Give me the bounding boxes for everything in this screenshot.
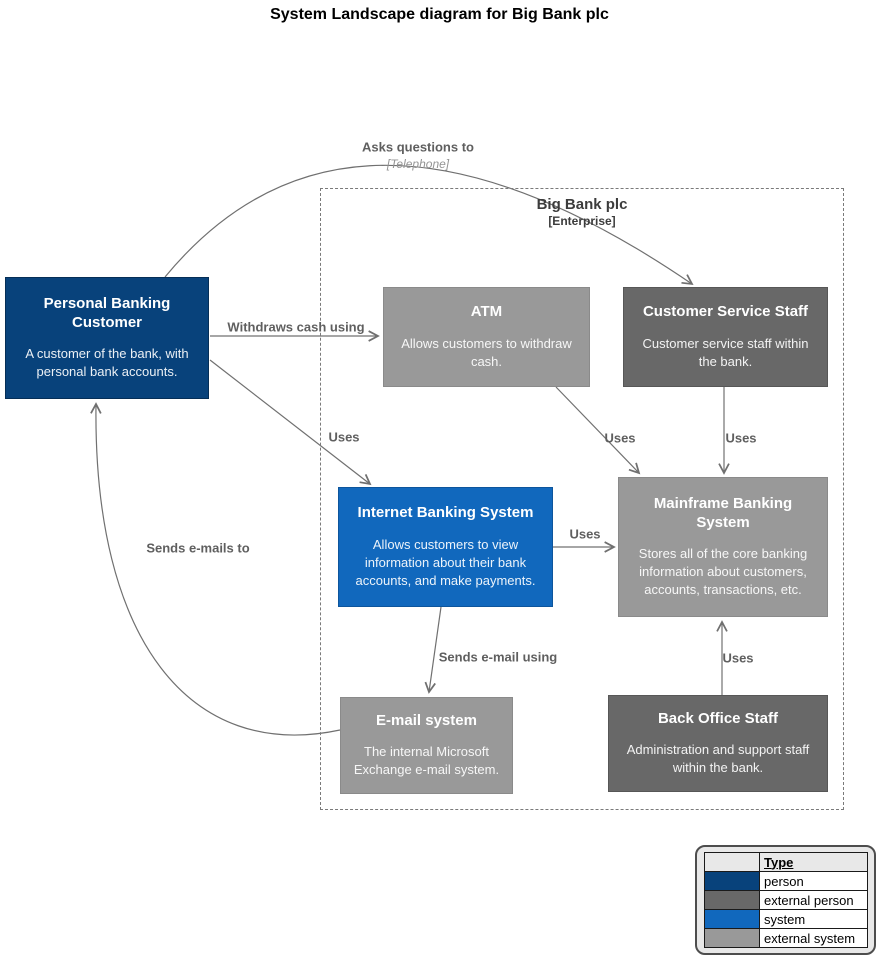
- node-mainframe-banking-system: Mainframe Banking System Stores all of t…: [618, 477, 828, 617]
- legend-row-external-person: external person: [704, 890, 868, 910]
- legend-swatch-external-system: [704, 928, 760, 948]
- node-back-office-staff: Back Office Staff Administration and sup…: [608, 695, 828, 792]
- relationship-label-ibs-uses-mainframe: Uses: [569, 526, 601, 542]
- node-description: Customer service staff within the bank.: [642, 335, 809, 369]
- relationship-label-sends-email-using: Sends e-mail using: [438, 649, 558, 665]
- node-description: Administration and support staff within …: [626, 742, 810, 776]
- legend-label-person: person: [759, 871, 868, 891]
- relationship-label-staff-uses-mainframe: Uses: [725, 430, 757, 446]
- node-title: Customer Service Staff: [642, 303, 809, 321]
- node-customer-service-staff: Customer Service Staff Customer service …: [623, 287, 828, 387]
- legend-label-system: system: [759, 909, 868, 929]
- arrow-email-sends-to-customer: [90, 402, 341, 736]
- relationship-label-withdraws-cash: Withdraws cash using: [227, 319, 365, 335]
- legend-row-external-system: external system: [704, 928, 868, 948]
- legend-label-external-system: external system: [759, 928, 868, 948]
- relationship-technology-telephone: [Telephone]: [386, 157, 450, 171]
- legend: Type person external person system exter…: [695, 845, 876, 955]
- node-title: E-mail system: [376, 711, 477, 729]
- node-email-system: E-mail system The internal Microsoft Exc…: [340, 697, 513, 794]
- enterprise-boundary-label: Big Bank plc [Enterprise]: [321, 196, 843, 228]
- relationship-label-sends-emails-to: Sends e-mails to: [146, 540, 250, 556]
- relationship-label-backoffice-uses-mainframe: Uses: [722, 650, 754, 666]
- node-title: Personal Banking Customer: [43, 294, 171, 331]
- enterprise-boundary: Big Bank plc [Enterprise]: [320, 188, 844, 810]
- node-description: The internal Microsoft Exchange e-mail s…: [353, 744, 500, 778]
- node-description: Allows customers to withdraw cash.: [401, 335, 572, 369]
- relationship-label-asks-questions: Asks questions to: [362, 139, 474, 155]
- legend-header-swatch-cell: [704, 852, 760, 872]
- legend-swatch-external-person: [704, 890, 760, 910]
- relationship-label-customer-uses-ibs: Uses: [328, 429, 360, 445]
- node-title: Internet Banking System: [357, 504, 534, 522]
- legend-header-type: Type: [759, 852, 868, 872]
- legend-label-external-person: external person: [759, 890, 868, 910]
- legend-swatch-person: [704, 871, 760, 891]
- legend-row-system: system: [704, 909, 868, 929]
- node-title: Mainframe Banking System: [653, 494, 793, 531]
- node-title: Back Office Staff: [657, 709, 779, 727]
- relationship-label-atm-uses-mainframe: Uses: [604, 430, 636, 446]
- enterprise-meta: [Enterprise]: [548, 214, 616, 228]
- legend-swatch-system: [704, 909, 760, 929]
- legend-row-person: person: [704, 871, 868, 891]
- enterprise-name: Big Bank plc: [536, 196, 628, 213]
- legend-header-row: Type: [704, 852, 868, 872]
- node-atm: ATM Allows customers to withdraw cash.: [383, 287, 590, 387]
- node-description: A customer of the bank, with personal ba…: [25, 346, 189, 380]
- node-description: Allows customers to view information abo…: [355, 536, 536, 588]
- node-internet-banking-system: Internet Banking System Allows customers…: [338, 487, 553, 607]
- node-personal-banking-customer: Personal Banking Customer A customer of …: [5, 277, 209, 399]
- legend-table: Type person external person system exter…: [704, 852, 868, 948]
- node-title: ATM: [470, 303, 503, 321]
- node-description: Stores all of the core banking informati…: [638, 546, 808, 598]
- diagram-title: System Landscape diagram for Big Bank pl…: [270, 6, 609, 23]
